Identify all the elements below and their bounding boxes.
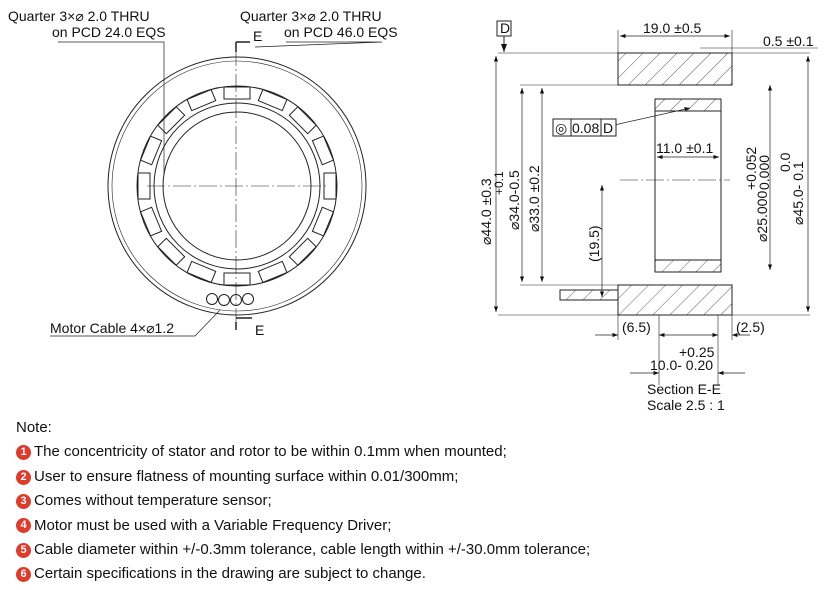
- inner-holes-label-2: on PCD 24.0 EQS: [52, 24, 166, 40]
- dim-d34-upper: +0.1: [492, 171, 506, 195]
- number-badge-icon: 4: [16, 518, 31, 534]
- notes-heading: Note:: [16, 419, 52, 436]
- dim-bearing-width: 11.0 ±0.1: [656, 140, 713, 156]
- number-badge-icon: 5: [16, 542, 31, 558]
- stator-slot: [311, 206, 335, 237]
- note-text: Certain specifications in the drawing ar…: [34, 565, 426, 583]
- dim-6-5: (6.5): [622, 319, 651, 335]
- number-badge-icon: 2: [16, 469, 31, 485]
- section-mark-top: E: [253, 28, 262, 44]
- outer-housing-circle: [107, 56, 367, 316]
- stator-slots: [137, 86, 337, 286]
- dim-d33: ⌀33.0 ±0.2: [526, 165, 542, 232]
- stator-slot: [288, 106, 317, 135]
- cable-holes: [206, 293, 254, 306]
- dim-10-upper: +0.25: [679, 344, 715, 360]
- note-text: Comes without temperature sensor;: [34, 492, 272, 510]
- dim-step: 0.5 ±0.1: [763, 33, 814, 49]
- stator-outer-circle: [136, 85, 338, 287]
- stator-slot: [223, 272, 251, 286]
- note-text: User to ensure flatness of mounting surf…: [34, 467, 459, 485]
- number-badge-icon: 1: [16, 445, 31, 461]
- stator-slot: [139, 135, 163, 166]
- stator-slot: [139, 206, 163, 237]
- inner-holes-label-1: Quarter 3×⌀ 2.0 THRU: [8, 8, 150, 24]
- dim-od44: ⌀44.0 ±0.3: [478, 178, 494, 245]
- number-badge-icon: 3: [16, 493, 31, 509]
- dim-d34: ⌀34.0-0.5: [506, 170, 522, 230]
- stator-slot: [186, 88, 217, 112]
- stator-slot: [157, 106, 186, 135]
- note-text: Motor must be used with a Variable Frequ…: [34, 516, 392, 534]
- outer-holes-label-2: on PCD 46.0 EQS: [284, 24, 398, 40]
- dim-d25-lower: 0.000: [756, 155, 772, 190]
- stator-slot: [186, 260, 217, 284]
- dim-length: 19.0 ±0.5: [643, 20, 701, 36]
- dim-d45-upper: 0.0: [777, 152, 793, 172]
- outer-holes-label-1: Quarter 3×⌀ 2.0 THRU: [240, 8, 382, 24]
- flange: [559, 289, 619, 301]
- front-view: [50, 41, 383, 337]
- rotor-top-section: [654, 98, 722, 112]
- stator-slot: [257, 260, 288, 284]
- section-view: [493, 20, 818, 385]
- housing-bottom-section: [617, 284, 733, 316]
- datum-label: D: [500, 20, 510, 36]
- stator-slot: [311, 135, 335, 166]
- note-text: The concentricity of stator and rotor to…: [34, 443, 507, 461]
- motor-cable-label: Motor Cable 4×⌀1.2: [50, 320, 174, 336]
- number-badge-icon: 6: [16, 567, 31, 583]
- concentricity-value: 0.08: [572, 120, 599, 136]
- section-mark-bottom: E: [255, 322, 264, 338]
- note-text: Cable diameter within +/-0.3mm tolerance…: [34, 541, 591, 559]
- stator-slot: [288, 237, 317, 266]
- rotor-body: [654, 110, 722, 261]
- housing-top-section: [617, 52, 733, 86]
- dim-d25: ⌀25.000: [754, 191, 770, 242]
- dim-19-5: (19.5): [586, 225, 602, 262]
- stator-slot: [157, 237, 186, 266]
- section-scale: Scale 2.5 : 1: [647, 397, 725, 413]
- concentricity-datum: D: [603, 120, 613, 136]
- stator-slot: [223, 86, 251, 100]
- dim-d45: ⌀45.0- 0.1: [790, 161, 806, 225]
- concentricity-symbol: ◎: [555, 120, 567, 136]
- section-title: Section E-E: [647, 381, 721, 397]
- dim-d25-upper: +0.052: [743, 147, 759, 190]
- dim-10: 10.0- 0.20: [650, 357, 713, 373]
- stator-slot: [257, 88, 288, 112]
- dim-2-5: (2.5): [736, 319, 765, 335]
- rotor-bottom-section: [654, 259, 722, 273]
- outer-housing-inner-circle: [111, 60, 363, 312]
